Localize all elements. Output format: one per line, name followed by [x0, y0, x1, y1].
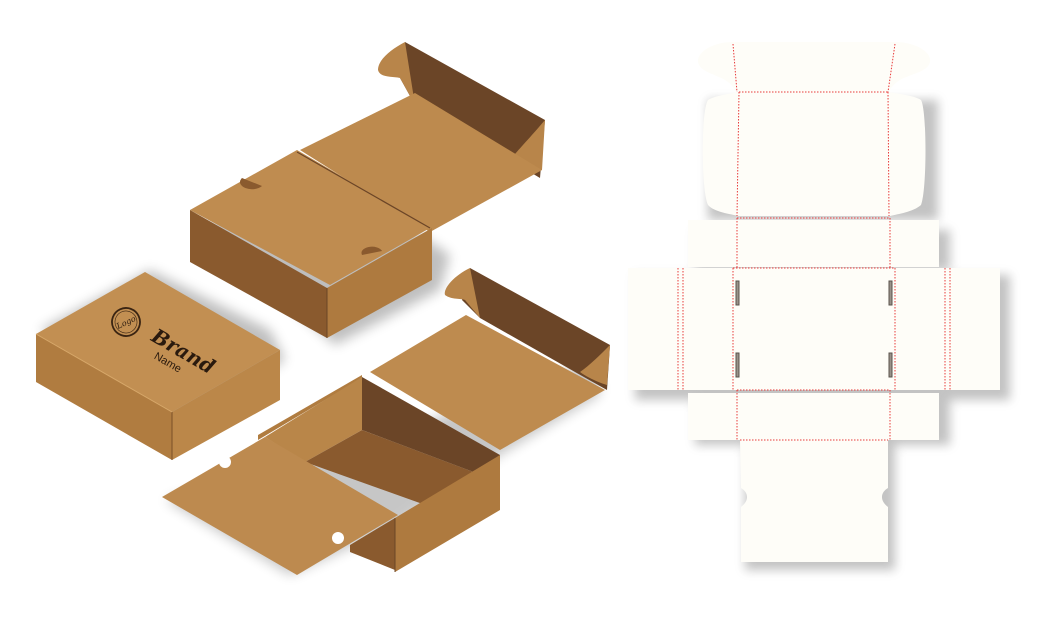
- top-tuck-flap: [697, 42, 931, 92]
- partially-closed-box: [190, 42, 545, 345]
- slot-right-top: [888, 280, 893, 306]
- open-box: [162, 268, 610, 575]
- lid-panel: [702, 92, 926, 216]
- front-tuck-flap: [740, 440, 888, 562]
- closed-branded-box: Logo Brand Name: [35, 270, 285, 460]
- tab-slots: [735, 280, 893, 378]
- dieline-panels: [628, 42, 1000, 562]
- front-wall-panel: [688, 393, 939, 440]
- slot-left-bottom: [735, 352, 740, 378]
- base-panel: [628, 268, 1000, 390]
- fold-lines: [677, 43, 951, 441]
- slot-right-bottom: [888, 352, 893, 378]
- back-wall-panel: [688, 220, 939, 267]
- slot-left-top: [735, 280, 740, 306]
